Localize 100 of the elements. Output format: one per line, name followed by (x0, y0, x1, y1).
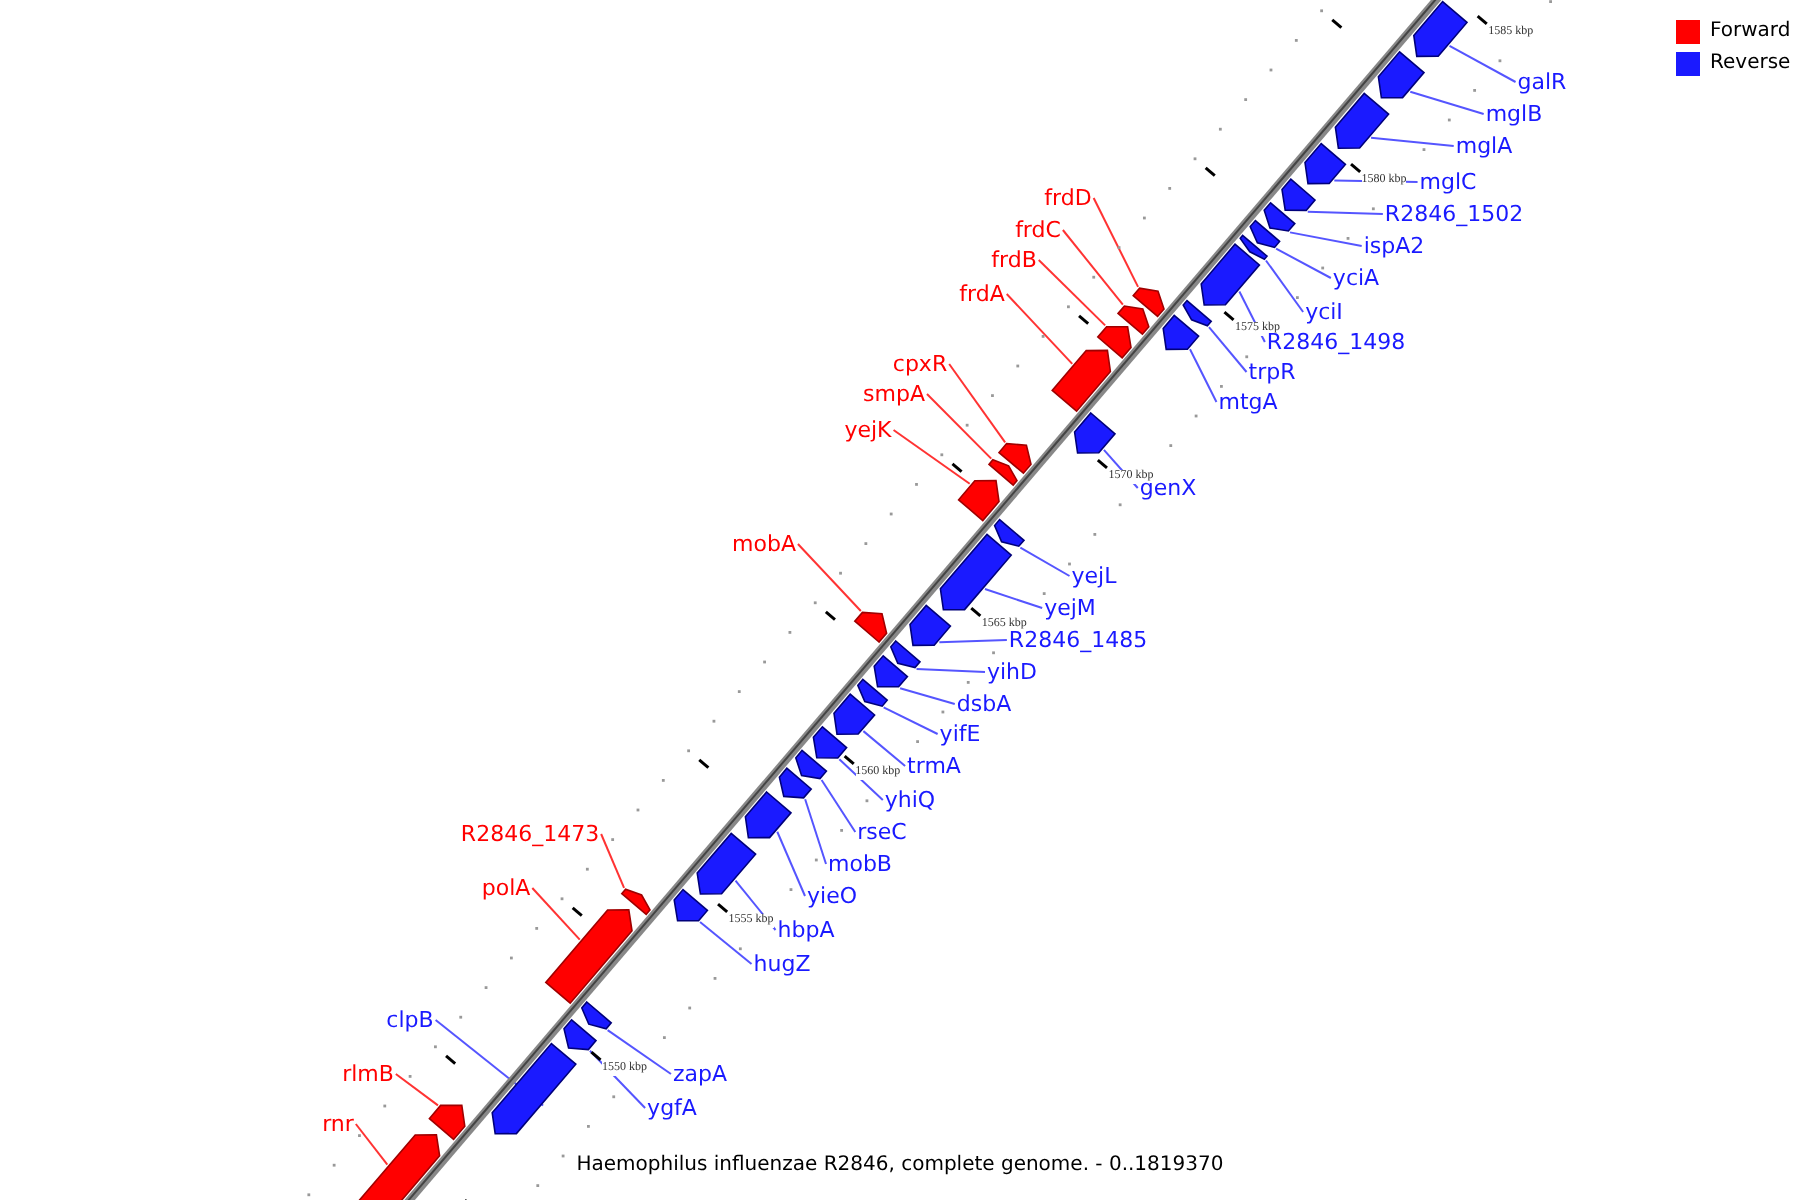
gene-feature (1334, 92, 1390, 149)
leader-line (899, 687, 956, 705)
gene-label: yihD (987, 659, 1037, 685)
gene-feature (1281, 178, 1317, 212)
leader-line (531, 887, 581, 941)
gene-label: mglA (1455, 133, 1513, 159)
leader-line (354, 1123, 389, 1166)
gene-label: yifE (939, 721, 981, 747)
leader-line (915, 667, 986, 673)
gene-feature (580, 1000, 613, 1030)
leader-line (776, 830, 806, 897)
gene-label: hbpA (777, 917, 835, 943)
leader-line (588, 1049, 647, 1109)
gene-label: trmA (907, 753, 961, 779)
gene-label: ygfA (647, 1095, 697, 1121)
leader-line (838, 758, 884, 801)
gene-label: yciA (1332, 265, 1380, 291)
gene-feature (1412, 0, 1469, 58)
gene-label: mtgA (1218, 389, 1278, 415)
leader-line (983, 588, 1044, 609)
leader-line (1409, 90, 1485, 115)
leader-line (394, 1073, 439, 1107)
gene-feature (1096, 326, 1132, 359)
gene-feature (1132, 287, 1165, 318)
leader-line (1061, 229, 1124, 306)
leader-line (820, 778, 857, 833)
gene-feature (856, 678, 889, 708)
gene-label: galR (1517, 69, 1567, 95)
leader-line (796, 543, 862, 613)
leader-line (1238, 290, 1266, 343)
leader-line (925, 393, 993, 460)
leader-line (1275, 247, 1332, 279)
gene-feature (673, 888, 709, 922)
leader-line (600, 833, 626, 889)
gene-feature (1162, 314, 1200, 351)
gene-label: yejK (844, 417, 892, 443)
gene-label: yieO (807, 883, 857, 909)
gene-label: rseC (857, 819, 907, 845)
gene-label: yejM (1044, 595, 1096, 621)
caption: Haemophilus influenzae R2846, complete genome. - 0..1819370 (576, 1154, 1224, 1176)
gene-label: dsbA (956, 691, 1012, 717)
gene-label: mglB (1485, 101, 1543, 127)
gene-label: cpxR (892, 351, 948, 377)
gene-feature (1182, 299, 1213, 327)
gene-label: mglC (1419, 169, 1477, 195)
gene-label: smpA (863, 381, 925, 407)
gene-feature (794, 749, 828, 780)
leader-line (948, 363, 1007, 444)
gene-label: yejL (1071, 563, 1117, 589)
gene-feature (873, 654, 909, 688)
gene-feature (812, 725, 848, 759)
legend-label: Forward (1710, 20, 1791, 44)
gene-feature (563, 1018, 598, 1051)
leader-line (804, 798, 827, 865)
gene-feature (1051, 349, 1112, 413)
gene-label: rnr (322, 1111, 354, 1137)
gene-feature (1263, 201, 1296, 232)
leader-line (1289, 231, 1363, 247)
gene-feature (909, 604, 952, 647)
gene-label: yciI (1305, 299, 1343, 325)
leader-line (1102, 448, 1139, 489)
leader-line (1092, 197, 1140, 288)
gene-feature (1239, 234, 1269, 261)
leader-line (1448, 44, 1517, 83)
leader-line (1208, 326, 1248, 373)
gene-feature (993, 518, 1026, 548)
gene-feature (987, 458, 1018, 487)
gene-feature (778, 767, 813, 799)
gene-feature (744, 790, 793, 839)
gene-feature (696, 832, 757, 895)
leader-line (882, 706, 939, 735)
gene-label: mobA (732, 531, 796, 557)
gene-feature (1200, 243, 1261, 306)
gene-label: trpR (1248, 359, 1296, 385)
gene-feature (1377, 50, 1426, 99)
leader-line (1005, 293, 1074, 365)
gene-label: hugZ (753, 951, 811, 977)
gene-label: ispA2 (1363, 233, 1425, 259)
leader-line (862, 730, 907, 767)
gene-label: polA (481, 875, 531, 901)
gene-label: R2846_1502 (1384, 201, 1524, 227)
gene-label: R2846_1485 (1008, 627, 1148, 653)
leader-line (1306, 210, 1384, 215)
leader-line (606, 1029, 672, 1075)
gene-feature (1116, 305, 1150, 336)
gene-label: frdB (991, 247, 1037, 273)
leader-line (938, 639, 1008, 644)
leader-line (892, 429, 971, 485)
gene-feature (491, 1042, 577, 1135)
gene-label: frdC (1015, 217, 1061, 243)
gene-feature (957, 479, 1000, 522)
gene-label: mobB (828, 851, 892, 877)
gene-label: zapA (672, 1061, 728, 1087)
gene-feature (939, 533, 1013, 611)
gene-feature (889, 639, 922, 669)
leader-line (1019, 546, 1071, 577)
leader-line (1189, 348, 1218, 403)
gene-label: rlmB (342, 1061, 394, 1087)
leader-line (1264, 259, 1305, 313)
gene-label: R2846_1473 (460, 821, 600, 847)
